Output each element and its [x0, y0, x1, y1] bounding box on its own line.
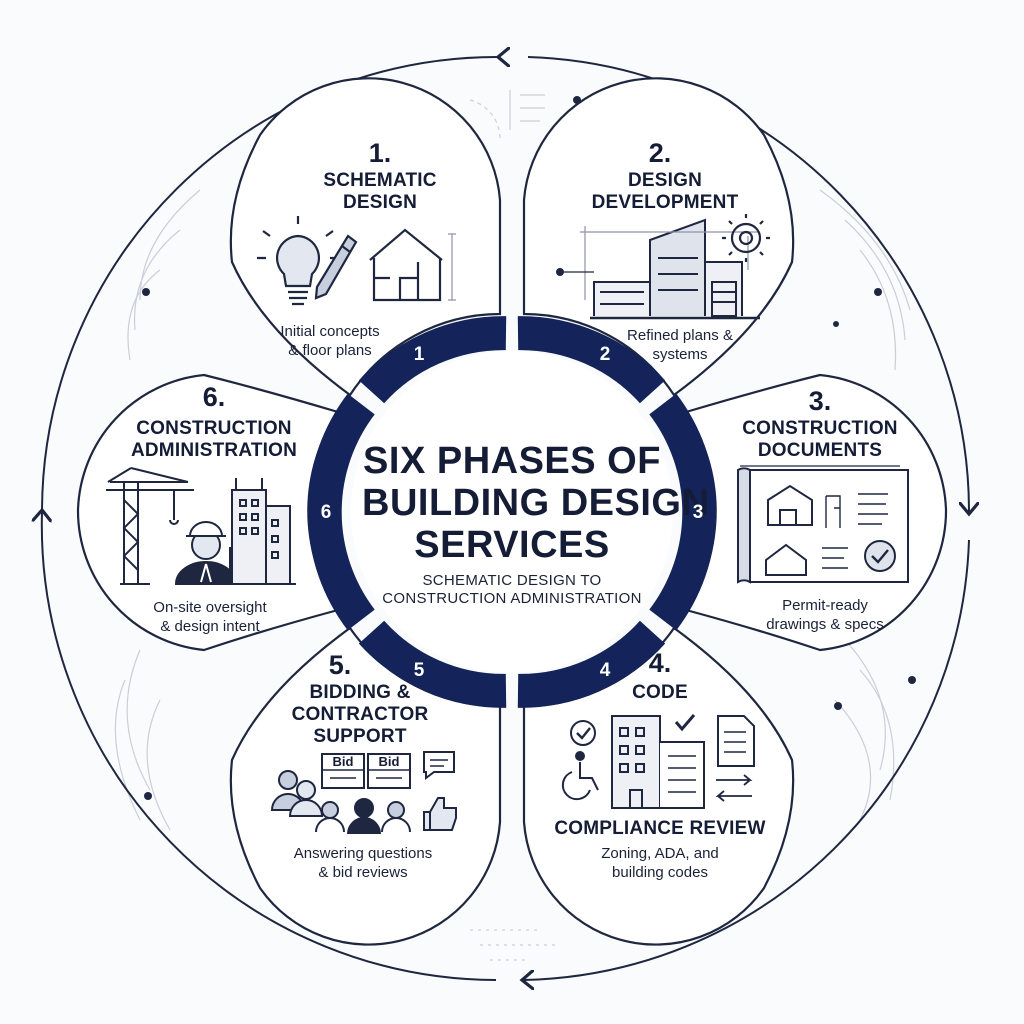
ring-number-6: 6 [320, 502, 332, 523]
ring-number-1: 1 [413, 344, 425, 365]
phase-6-title: CONSTRUCTION ADMINISTRATION [130, 418, 298, 461]
ring-number-5: 5 [413, 660, 425, 681]
phase-2-number: 2. [648, 138, 672, 168]
cycle-arrows [42, 57, 969, 980]
phase-6-description: On-site oversight & design intent [153, 599, 267, 635]
blueprint-icon [737, 465, 909, 584]
compliance-icon [561, 714, 755, 809]
phase-4-title: CODE [632, 682, 688, 703]
phase-6-number: 6. [202, 382, 226, 412]
phase-3-description: Permit-ready drawings & specs [766, 597, 884, 633]
phase-1-number: 1. [368, 138, 392, 168]
building-construction-icon [226, 478, 296, 585]
bid-label-1: Bid [332, 754, 354, 769]
center-title-line-2: BUILDING DESIGN [362, 482, 710, 524]
phase-5-description: Answering questions & bid reviews [293, 845, 433, 881]
bidding-icon [270, 751, 457, 835]
phase-3-title: CONSTRUCTION DOCUMENTS [742, 418, 898, 461]
decor-dots [142, 96, 916, 800]
arrow-top-right [527, 56, 969, 512]
ring-segment-1 [358, 316, 507, 404]
phase-4-description: Zoning, ADA, and building codes [601, 845, 719, 881]
ring-number-4: 4 [599, 660, 611, 681]
floor-plan-icon [369, 228, 456, 302]
center-subtitle: SCHEMATIC DESIGN TO CONSTRUCTION ADMINIS… [362, 572, 662, 608]
background-decor [114, 90, 911, 961]
modern-building-icon [556, 218, 760, 320]
lightbulb-icon [257, 216, 339, 306]
arrow-bottom [524, 539, 970, 980]
bid-label-2: Bid [378, 754, 400, 769]
phase-3-number: 3. [808, 386, 832, 416]
phase-4-title-bottom: COMPLIANCE REVIEW [554, 818, 766, 839]
phase-2-title: DESIGN DEVELOPMENT [591, 170, 739, 213]
ring-segment-5 [358, 620, 507, 708]
phase-5-title: BIDDING & CONTRACTOR SUPPORT [291, 682, 429, 747]
ring-number-3: 3 [692, 502, 704, 523]
ring-segment-2 [517, 316, 666, 404]
center-title-line-1: SIX PHASES OF [363, 440, 661, 482]
gear-icon [722, 214, 770, 262]
phase-1-title: SCHEMATIC DESIGN [323, 170, 437, 213]
ring-segment-4 [517, 620, 666, 708]
crane-icon [106, 467, 194, 585]
arrow-top-left [41, 57, 500, 513]
arrow-left-bottom [42, 512, 497, 981]
center-ring [307, 316, 717, 708]
phase-4-number: 4. [648, 648, 672, 678]
ring-segment-6 [307, 393, 375, 631]
center-subtitle-line-2: CONSTRUCTION ADMINISTRATION [382, 590, 642, 607]
ring-segment-3 [649, 393, 717, 631]
phase-5-number: 5. [328, 650, 352, 680]
phase-2-description: Refined plans & systems [627, 327, 733, 363]
ring-number-2: 2 [599, 344, 611, 365]
phase-1-description: Initial concepts & floor plans [280, 323, 380, 359]
center-subtitle-line-1: SCHEMATIC DESIGN TO [422, 572, 602, 589]
center-title-line-3: SERVICES [414, 524, 610, 566]
center-title: SIX PHASES OF BUILDING DESIGN SERVICES [362, 440, 710, 566]
pencil-icon [314, 234, 358, 300]
center-disc [351, 351, 673, 673]
